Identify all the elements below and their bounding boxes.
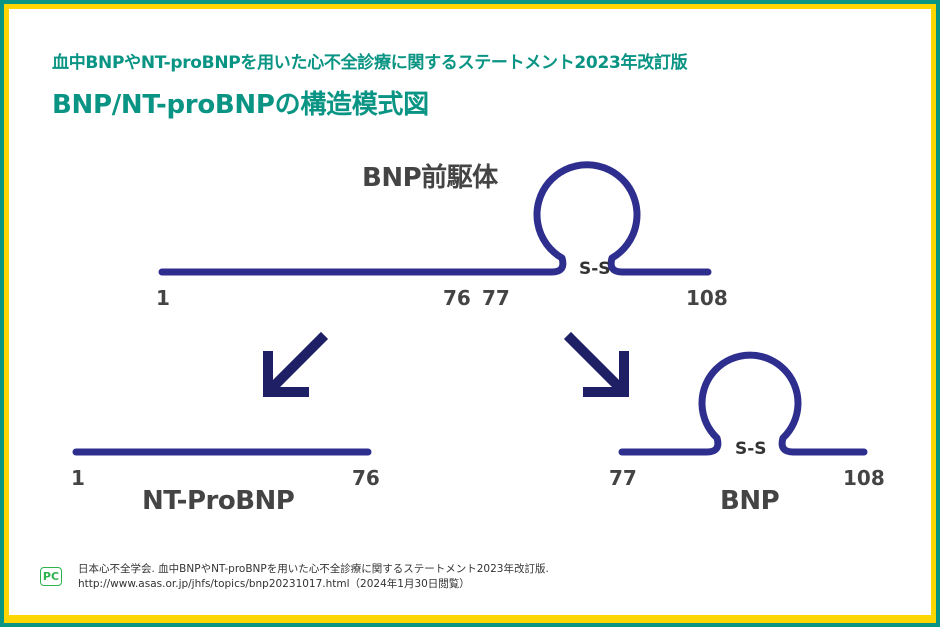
nt-start-position: 1 (71, 466, 85, 490)
bnp-chain (618, 351, 868, 456)
position-76: 76 (443, 286, 471, 310)
nt-probnp-label: NT-ProBNP (142, 486, 295, 516)
nt-end-position: 76 (352, 466, 380, 490)
page-subtitle: 血中BNPやNT-proBNPを用いた心不全診療に関するステートメント2023年… (52, 53, 688, 73)
citation: 日本心不全学会. 血中BNPやNT-proBNPを用いた心不全診療に関するステー… (78, 562, 549, 592)
position-108: 108 (686, 286, 728, 310)
content-panel (9, 9, 931, 615)
disulfide-label: S-S (579, 259, 611, 279)
citation-url: http://www.asas.or.jp/jhfs/topics/bnp202… (78, 578, 470, 590)
position-77: 77 (482, 286, 510, 310)
precursor-chain (158, 161, 712, 276)
arrow-right-icon (563, 331, 629, 397)
bnp-label: BNP (720, 486, 780, 516)
page-title: BNP/NT-proBNPの構造模式図 (52, 90, 429, 120)
bnp-start-position: 77 (609, 466, 637, 490)
precursor-label: BNP前駆体 (362, 163, 498, 193)
bnp-end-position: 108 (843, 466, 885, 490)
arrow-left-icon (263, 331, 329, 397)
citation-line-1: 日本心不全学会. 血中BNPやNT-proBNPを用いた心不全診療に関するステー… (78, 563, 549, 575)
bnp-disulfide-label: S-S (735, 439, 767, 459)
position-1: 1 (156, 286, 170, 310)
pc-logo-icon: PC (40, 567, 62, 586)
